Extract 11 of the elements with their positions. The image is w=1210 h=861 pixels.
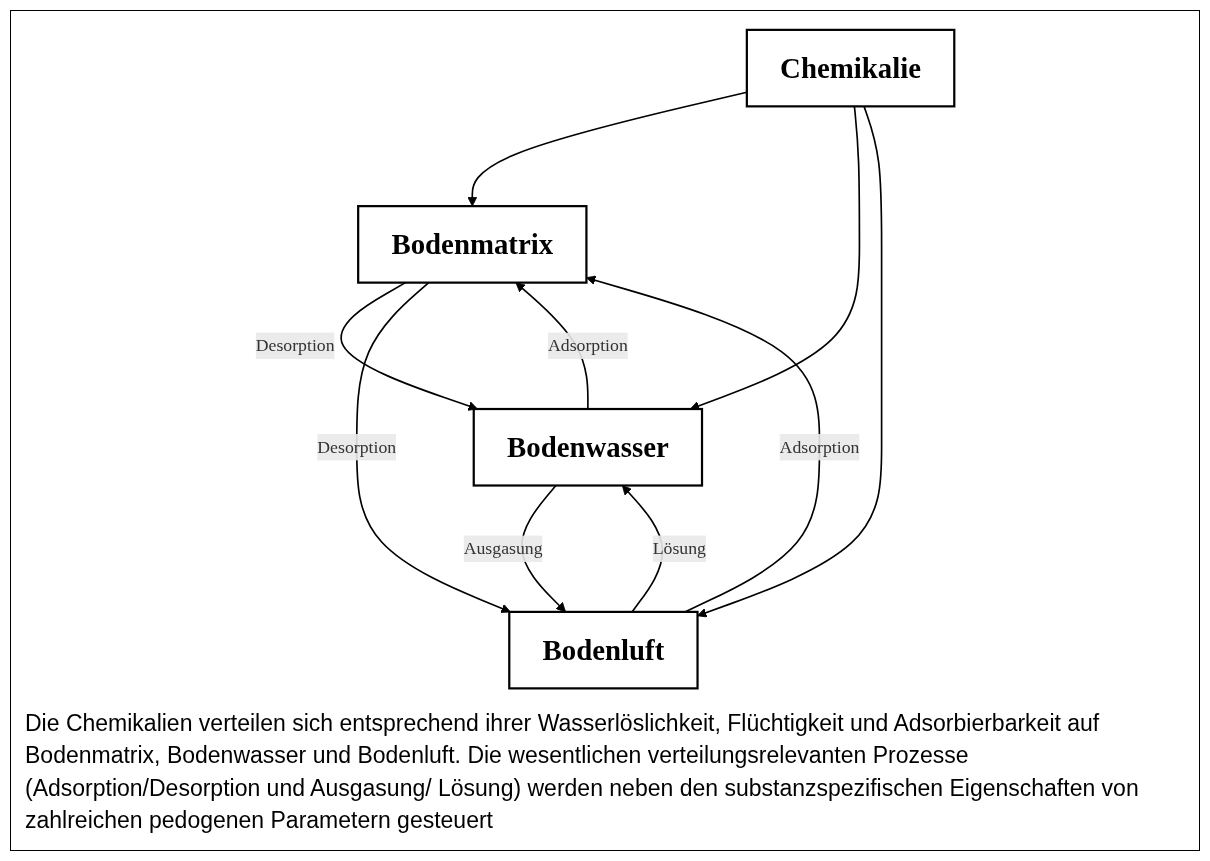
edge-label: Lösung xyxy=(652,538,706,558)
edge-label: Desorption xyxy=(317,437,397,457)
node-box: Bodenluft xyxy=(508,610,699,690)
edge-label: Ausgasung xyxy=(463,538,543,558)
node-box: Bodenmatrix xyxy=(357,205,588,284)
edge-label: Desorption xyxy=(255,335,335,355)
node-box: Bodenwasser xyxy=(472,407,704,487)
edge-label: Adsorption xyxy=(547,335,628,355)
edge-label: Adsorption xyxy=(779,437,860,457)
caption: Die Chemikalien verteilen sich entsprechend ihrer Wasserlöslichkeit, Flüchtigkeit und Adsorbierbarkeit auf Bodenmatrix, Bodenwasser und Bodenluft. Die wesentlichen verteilungsrelevanten Prozesse (Adsorption/Desorption und Ausgasung/ Lösung) werden neben den substanzspezifischen Eigenschaften von zahlreichen pedogenen Parametern gesteuert xyxy=(25,709,1140,835)
node-box: Chemikalie xyxy=(745,28,956,108)
